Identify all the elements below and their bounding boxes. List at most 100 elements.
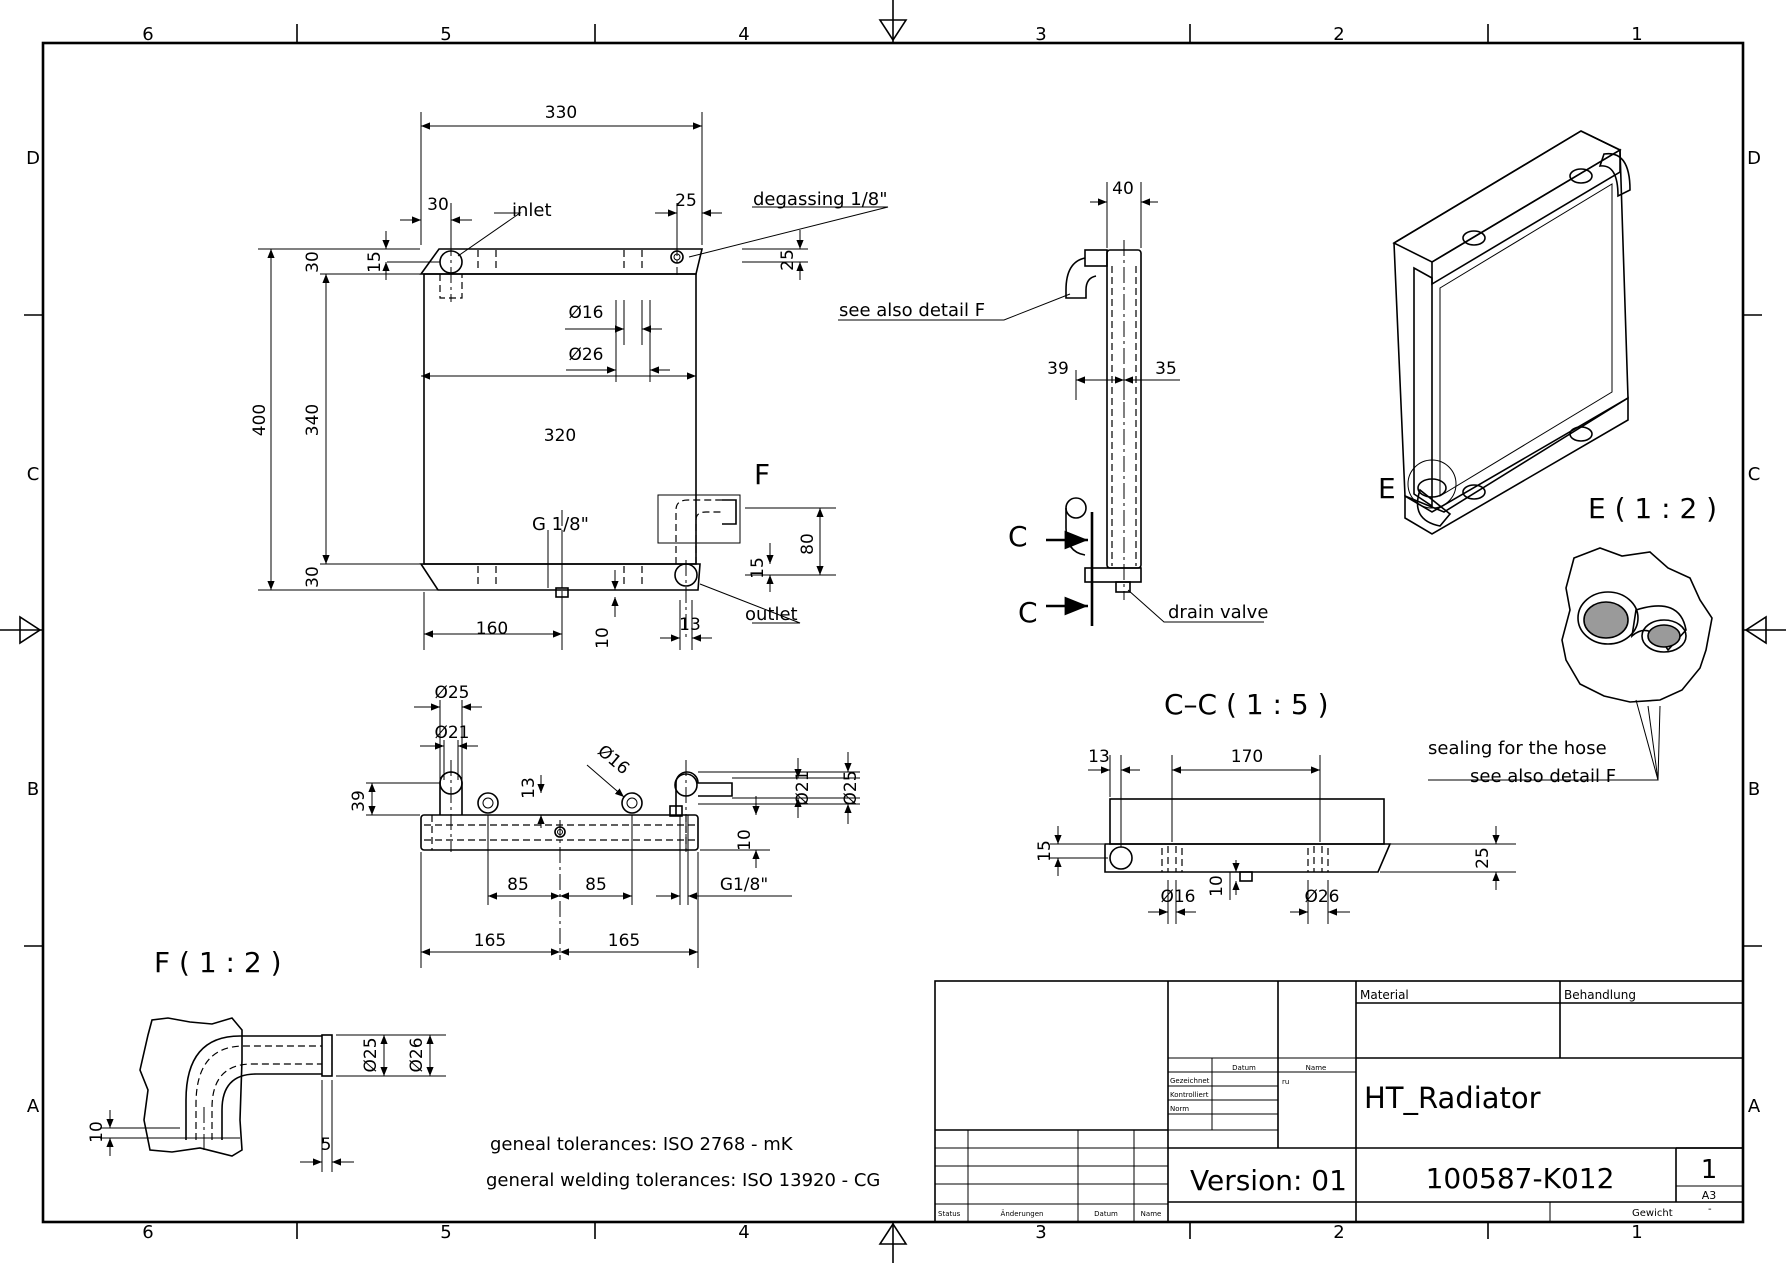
section-cc-title: C–C ( 1 : 5 ) bbox=[1164, 688, 1329, 721]
dim-core-340: 340 bbox=[303, 404, 323, 436]
column-label: 5 bbox=[440, 1222, 451, 1243]
note-welding-tolerances: general welding tolerances: ISO 13920 - … bbox=[486, 1170, 880, 1191]
tb-norm-label: Norm bbox=[1170, 1105, 1189, 1113]
dim-depth-40: 40 bbox=[1112, 179, 1134, 199]
detail-e-marker: E bbox=[1378, 472, 1396, 505]
dim-top-d25: Ø25 bbox=[434, 683, 469, 703]
section-c-c: C–C ( 1 : 5 ) bbox=[1035, 688, 1516, 924]
label-degassing: degassing 1/8" bbox=[753, 189, 888, 210]
column-label: 6 bbox=[142, 24, 153, 45]
label-g18: G 1/8" bbox=[532, 514, 589, 535]
dim-outlet-80: 80 bbox=[798, 533, 818, 555]
section-mark-c-lower: C bbox=[1018, 596, 1038, 629]
dim-top-d16: Ø16 bbox=[593, 741, 633, 779]
column-label: 4 bbox=[738, 1222, 749, 1243]
dim-cc-25: 25 bbox=[1473, 847, 1493, 869]
dim-f-d26: Ø26 bbox=[407, 1037, 427, 1072]
row-label: D bbox=[26, 148, 40, 169]
label-see-detail-f: see also detail F bbox=[839, 300, 985, 321]
title-block: Material Behandlung Datum Name Gezeichne… bbox=[934, 980, 1744, 1223]
tb-name-label: Name bbox=[1306, 1064, 1327, 1072]
tb-datum-label: Datum bbox=[1232, 1064, 1256, 1072]
column-label: 5 bbox=[440, 24, 451, 45]
detail-f-title: F ( 1 : 2 ) bbox=[154, 946, 282, 979]
dim-top-85-left: 85 bbox=[507, 875, 529, 895]
tb-status-label: Status bbox=[938, 1210, 961, 1218]
tb-rev-date-label: Datum bbox=[1094, 1210, 1118, 1218]
dim-side-35: 35 bbox=[1155, 359, 1177, 379]
tb-checked-label: Kontrolliert bbox=[1170, 1091, 1209, 1099]
dim-top-85-right: 85 bbox=[585, 875, 607, 895]
dim-top-r21: Ø21 bbox=[793, 770, 813, 805]
label-outlet: outlet bbox=[745, 604, 798, 625]
column-label: 2 bbox=[1333, 24, 1344, 45]
dim-f-5: 5 bbox=[321, 1135, 332, 1155]
row-label: D bbox=[1747, 148, 1761, 169]
dim-cc-d26: Ø26 bbox=[1304, 887, 1339, 907]
isometric-view: E bbox=[1378, 130, 1631, 535]
row-label: B bbox=[27, 779, 39, 800]
row-label: C bbox=[1748, 464, 1761, 485]
dim-diameter-16: Ø16 bbox=[568, 303, 603, 323]
tb-sheet-number: 1 bbox=[1701, 1155, 1718, 1185]
tb-weight-value: - bbox=[1708, 1204, 1712, 1215]
detail-e: E ( 1 : 2 ) sealing for the hose see als… bbox=[1428, 492, 1717, 787]
dim-inner-320: 320 bbox=[544, 426, 576, 446]
tb-material-label: Material bbox=[1360, 988, 1409, 1002]
tb-changes-label: Änderungen bbox=[1001, 1209, 1044, 1218]
dim-top-165-left: 165 bbox=[474, 931, 506, 951]
tb-treatment-label: Behandlung bbox=[1564, 988, 1636, 1002]
dim-top-13: 13 bbox=[519, 777, 539, 799]
dim-top-39: 39 bbox=[349, 790, 369, 812]
row-label: A bbox=[27, 1096, 40, 1117]
detail-e-title: E ( 1 : 2 ) bbox=[1588, 492, 1717, 525]
dim-f-10: 10 bbox=[87, 1121, 107, 1143]
general-notes: geneal tolerances: ISO 2768 - mK general… bbox=[486, 1134, 880, 1191]
tb-version: Version: 01 bbox=[1190, 1164, 1347, 1197]
dim-side-39: 39 bbox=[1047, 359, 1069, 379]
dim-top-tank-30: 30 bbox=[303, 251, 323, 273]
detail-f-marker: F bbox=[754, 458, 770, 491]
dim-top-g18: G1/8" bbox=[720, 875, 768, 895]
dim-f-d25: Ø25 bbox=[361, 1037, 381, 1072]
dim-width-330: 330 bbox=[545, 103, 577, 123]
label-sealing: sealing for the hose bbox=[1428, 738, 1607, 759]
dim-bottom-tank-30: 30 bbox=[303, 566, 323, 588]
dim-top-d21: Ø21 bbox=[434, 723, 469, 743]
label-drain-valve: drain valve bbox=[1168, 602, 1268, 623]
column-label: 3 bbox=[1035, 24, 1046, 45]
dim-inlet-30: 30 bbox=[427, 195, 449, 215]
column-label: 2 bbox=[1333, 1222, 1344, 1243]
note-general-tolerances: geneal tolerances: ISO 2768 - mK bbox=[490, 1134, 794, 1155]
dim-cc-15: 15 bbox=[1035, 840, 1055, 862]
side-view: 40 39 35 see also detail F drain valve C… bbox=[838, 179, 1268, 629]
column-label: 3 bbox=[1035, 1222, 1046, 1243]
dim-diameter-26: Ø26 bbox=[568, 345, 603, 365]
dim-cc-d16: Ø16 bbox=[1160, 887, 1195, 907]
section-mark-c-upper: C bbox=[1008, 520, 1028, 553]
tb-drawn-label: Gezeichnet bbox=[1170, 1077, 1210, 1085]
dim-drain-10: 10 bbox=[593, 627, 613, 649]
tb-drawing-number: 100587-K012 bbox=[1426, 1162, 1615, 1195]
tb-weight-label: Gewicht bbox=[1632, 1208, 1673, 1219]
dim-height-400: 400 bbox=[250, 404, 270, 436]
column-label: 4 bbox=[738, 24, 749, 45]
tb-format: A3 bbox=[1702, 1189, 1717, 1202]
column-label: 6 bbox=[142, 1222, 153, 1243]
column-label: 1 bbox=[1631, 1222, 1642, 1243]
frame-row-labels: D C B A D C B A bbox=[26, 148, 1761, 1117]
dim-top-15: 15 bbox=[365, 251, 385, 273]
dim-outlet-13: 13 bbox=[679, 615, 701, 635]
row-label: A bbox=[1748, 1096, 1761, 1117]
dim-degassing-25: 25 bbox=[675, 191, 697, 211]
detail-f: F ( 1 : 2 ) Ø25 Ø26 10 5 bbox=[87, 946, 446, 1172]
label-inlet: inlet bbox=[512, 200, 552, 221]
tb-drawing-title: HT_Radiator bbox=[1364, 1081, 1541, 1115]
dim-cc-10: 10 bbox=[1207, 875, 1227, 897]
dim-degassing-height-25: 25 bbox=[778, 249, 798, 271]
dim-cc-170: 170 bbox=[1231, 747, 1263, 767]
tb-drawn-name: ru bbox=[1282, 1078, 1289, 1086]
dim-top-165-right: 165 bbox=[608, 931, 640, 951]
dim-outlet-15: 15 bbox=[748, 557, 768, 579]
